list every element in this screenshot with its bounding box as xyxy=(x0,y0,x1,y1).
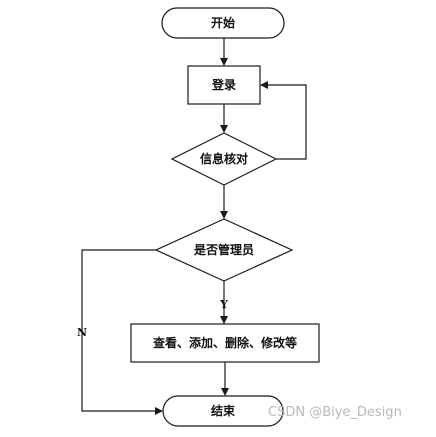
verify-node: 信息核对 xyxy=(170,132,278,186)
start-label: 开始 xyxy=(211,15,235,30)
watermark-text: CSDN @Biye_Design xyxy=(268,405,402,420)
end-label: 结束 xyxy=(211,403,236,418)
end-node: 结束 xyxy=(162,395,284,427)
start-node: 开始 xyxy=(161,7,285,39)
actions-node: 查看、添加、删除、修改等 xyxy=(130,323,320,363)
login-node: 登录 xyxy=(187,65,261,105)
edge-label-yes: Y xyxy=(219,298,228,311)
edge-verify-loop-to-login xyxy=(260,81,307,160)
is-admin-node: 是否管理员 xyxy=(154,218,294,282)
is-admin-label: 是否管理员 xyxy=(193,242,254,257)
verify-label: 信息核对 xyxy=(200,151,248,166)
edge-is-admin-no xyxy=(81,249,163,415)
edge-label-no: N xyxy=(77,326,87,339)
login-label: 登录 xyxy=(211,77,236,92)
actions-label: 查看、添加、删除、修改等 xyxy=(152,335,297,350)
